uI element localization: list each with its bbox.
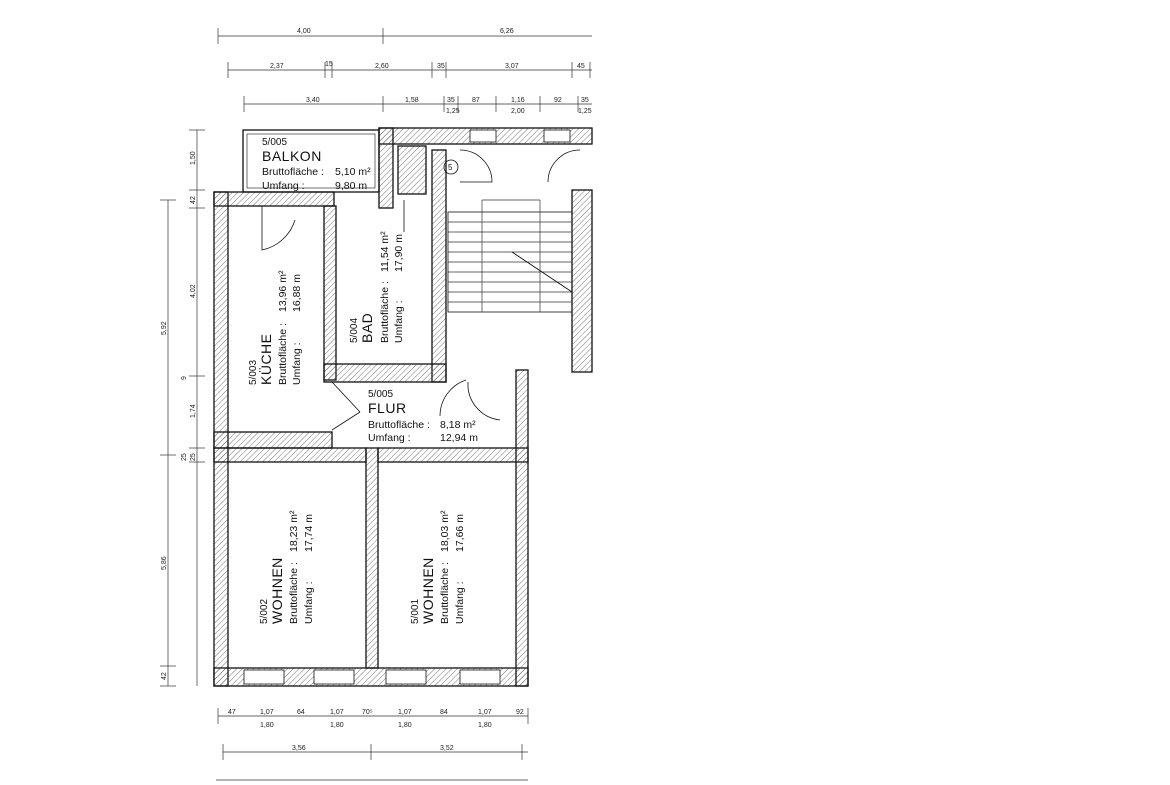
room-balkon-area: 5,10 m²: [335, 166, 371, 178]
room-wohnen-2: 5/002 WOHNEN Bruttofläche : 18,23 m² Umf…: [259, 510, 315, 624]
room-wohnen-1-perimeter: 17,66 m: [454, 514, 466, 552]
dim-bottom-13: 1,80: [478, 722, 492, 729]
dim-bottom-5: 70⁵: [362, 709, 373, 716]
dim-top-16: 1,25: [446, 108, 460, 115]
room-balkon: 5/005 BALKON Bruttofläche : 5,10 m² Umfa…: [262, 137, 371, 192]
room-balkon-id: 5/005: [262, 137, 287, 148]
dim-top-12: 87: [472, 97, 480, 104]
room-wohnen-2-area-label: Bruttofläche :: [288, 562, 300, 624]
room-bad: 5/004 BAD Bruttofläche : 11,54 m² Umfang…: [349, 231, 405, 343]
dim-bottom-11: 1,80: [330, 722, 344, 729]
dim-bottom-14: 3,56: [292, 745, 306, 752]
room-flur-perimeter-label: Umfang :: [368, 432, 411, 444]
room-wohnen-1: 5/001 WOHNEN Bruttofläche : 18,03 m² Umf…: [410, 510, 466, 624]
dim-bottom-3: 64: [297, 709, 305, 716]
walls: [213, 127, 593, 687]
dim-left-5: 42: [190, 196, 197, 204]
room-flur-area-label: Bruttofläche :: [368, 419, 430, 431]
room-wohnen-1-id: 5/001: [410, 599, 421, 624]
room-bad-area: 11,54 m²: [379, 231, 391, 272]
room-balkon-area-label: Bruttofläche :: [262, 166, 324, 178]
dim-left-6: 4,02: [190, 284, 197, 298]
room-kueche-area-label: Bruttofläche :: [277, 323, 289, 385]
room-flur: 5/005 FLUR Bruttofläche : 8,18 m² Umfang…: [368, 389, 478, 444]
dim-bottom-8: 1,07: [478, 709, 492, 716]
dim-top-8: 45: [577, 63, 585, 70]
dim-bottom-10: 1,80: [260, 722, 274, 729]
dim-bottom-1: 47: [228, 709, 236, 716]
room-bad-name: BAD: [359, 313, 375, 343]
dim-top-13: 1,16: [511, 97, 525, 104]
dim-left-2: 5,86: [161, 556, 168, 570]
dim-left-10: 25: [190, 453, 197, 461]
dim-top-10: 1,58: [405, 97, 419, 104]
dim-left-8: 1,74: [190, 404, 197, 418]
room-balkon-name: BALKON: [262, 148, 322, 164]
room-wohnen-1-perimeter-label: Umfang :: [454, 581, 466, 624]
room-kueche-perimeter-label: Umfang :: [291, 342, 303, 385]
dim-bottom-7: 84: [440, 709, 448, 716]
dim-left-1: 5,92: [161, 321, 168, 335]
room-wohnen-1-area-label: Bruttofläche :: [439, 562, 451, 624]
room-bad-id: 5/004: [349, 318, 360, 343]
stairs: [447, 199, 573, 313]
dim-top-14: 92: [554, 97, 562, 104]
left-dimensions: 5,92 5,86 42 1,50 42 4,02 9 1,74 25 25: [160, 129, 205, 687]
top-dimensions: 4,00 6,26 2,37 15 2,60 35 3,07 45 3,40 1…: [217, 28, 592, 115]
dim-bottom-15: 3,52: [440, 745, 454, 752]
dim-left-3: 42: [161, 672, 168, 680]
dim-bottom-2: 1,07: [260, 709, 274, 716]
dim-top-5: 2,60: [375, 63, 389, 70]
room-flur-name: FLUR: [368, 400, 407, 416]
room-kueche-perimeter: 16,88 m: [291, 274, 303, 312]
dim-left-7: 9: [181, 376, 188, 380]
stair-marker: [443, 159, 459, 175]
room-wohnen-2-id: 5/002: [259, 599, 270, 624]
dim-top-18: 1,25: [578, 108, 592, 115]
room-flur-id: 5/005: [368, 389, 393, 400]
dim-bottom-9: 92: [516, 709, 524, 716]
bottom-dimensions: 47 1,07 64 1,07 70⁵ 1,07 84 1,07 92 1,80…: [216, 708, 529, 781]
dim-bottom-12: 1,80: [398, 722, 412, 729]
doors: [261, 149, 581, 431]
room-kueche-name: KÜCHE: [257, 333, 274, 385]
dim-top-4: 15: [325, 61, 333, 68]
dim-top-9: 3,40: [306, 97, 320, 104]
dim-top-2: 6,26: [500, 28, 514, 35]
room-kueche: 5/003 KÜCHE Bruttofläche : 13,96 m² Umfa…: [248, 270, 303, 385]
room-balkon-perimeter: 9,80 m: [335, 180, 367, 192]
room-bad-perimeter: 17,90 m: [393, 234, 405, 272]
dim-top-17: 2,00: [511, 108, 525, 115]
dim-top-7: 3,07: [505, 63, 519, 70]
room-wohnen-1-area: 18,03 m²: [439, 510, 451, 552]
room-wohnen-2-name: WOHNEN: [269, 557, 285, 624]
dim-top-15: 35: [581, 97, 589, 104]
dim-left-4: 1,50: [190, 151, 197, 165]
room-wohnen-2-area: 18,23 m²: [288, 510, 300, 552]
room-flur-perimeter: 12,94 m: [440, 432, 478, 444]
room-bad-perimeter-label: Umfang :: [393, 300, 405, 343]
room-wohnen-2-perimeter-label: Umfang :: [303, 581, 315, 624]
room-balkon-perimeter-label: Umfang :: [262, 180, 305, 192]
dim-bottom-4: 1,07: [330, 709, 344, 716]
room-kueche-area: 13,96 m²: [277, 270, 289, 312]
dim-left-9: 25: [181, 453, 188, 461]
dim-top-3: 2,37: [270, 63, 284, 70]
dim-top-6: 35: [437, 63, 445, 70]
room-kueche-id: 5/003: [248, 360, 259, 385]
stair-marker-label: 5: [448, 163, 453, 172]
room-bad-area-label: Bruttofläche :: [379, 281, 391, 343]
dim-top-11: 35: [447, 97, 455, 104]
dim-bottom-6: 1,07: [398, 709, 412, 716]
room-flur-area: 8,18 m²: [440, 419, 476, 431]
dim-top-1: 4,00: [297, 28, 311, 35]
room-wohnen-1-name: WOHNEN: [420, 557, 436, 624]
room-wohnen-2-perimeter: 17,74 m: [303, 514, 315, 552]
